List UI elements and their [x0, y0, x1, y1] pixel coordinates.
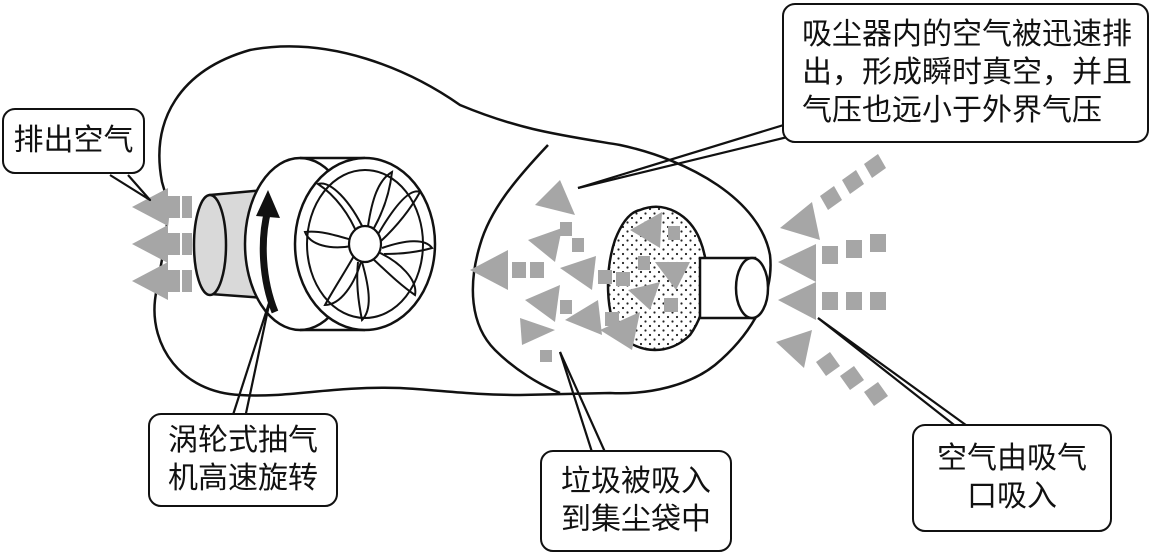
motor-housing-end: [194, 195, 226, 295]
intake-arrow-icon: [776, 154, 888, 406]
exhaust-callout: 排出空气: [2, 108, 145, 174]
vacuum-label-line2: 出，形成瞬时真空，并且: [802, 54, 1132, 92]
nozzle-icon: [700, 258, 768, 318]
vacuum-label-line3: 气压也远小于外界气压: [802, 92, 1102, 130]
debris-label-line1: 垃圾被吸入: [561, 463, 711, 501]
intake-callout: 空气由吸气 口吸入: [912, 424, 1112, 532]
debris-label-line2: 到集尘袋中: [561, 501, 711, 539]
turbine-label-line1: 涡轮式抽气: [168, 422, 318, 460]
vacuum-callout: 吸尘器内的空气被迅速排 出，形成瞬时真空，并且 气压也远小于外界气压: [782, 3, 1149, 143]
turbine-label-line2: 机高速旋转: [168, 460, 318, 498]
turbine-callout: 涡轮式抽气 机高速旋转: [148, 413, 338, 507]
exhaust-arrow-icon: [132, 188, 192, 300]
vacuum-label-line1: 吸尘器内的空气被迅速排: [802, 16, 1132, 54]
intake-label-line2: 口吸入: [967, 478, 1057, 516]
debris-callout: 垃圾被吸入 到集尘袋中: [540, 450, 732, 552]
exhaust-label-line1: 排出空气: [14, 122, 134, 160]
intake-label-line1: 空气由吸气: [937, 440, 1087, 478]
